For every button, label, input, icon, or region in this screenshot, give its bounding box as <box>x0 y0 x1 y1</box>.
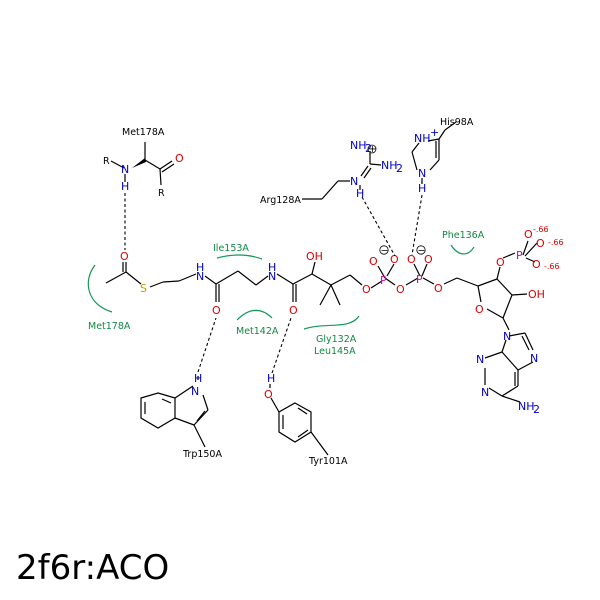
tyr101-ring <box>269 384 329 456</box>
hydrophobic-arc-ile153 <box>216 254 263 260</box>
hydrophobic-arc-met178 <box>87 264 113 313</box>
p2-o-left: O <box>407 253 416 266</box>
tyr101-label: Tyr101A <box>308 456 348 467</box>
phosphate-p1: P <box>380 274 387 287</box>
adenine-ring <box>484 332 534 403</box>
adenine-nh2-sub: 2 <box>533 403 540 416</box>
amide1-o: O <box>212 304 221 317</box>
thioester-o: O <box>120 250 129 263</box>
phe136-label: Phe136A <box>442 230 485 241</box>
arg-plus-charge: + <box>367 144 377 155</box>
p2-o-right: O <box>424 253 433 266</box>
arg-nh2-right: NH <box>381 159 398 172</box>
ribose-ring <box>477 266 528 331</box>
svg-text:−: − <box>418 246 426 257</box>
leu145-label: Leu145A <box>314 346 356 357</box>
ribose-3-o: O <box>496 256 505 269</box>
arg128-sidechain <box>302 153 382 200</box>
amide2-o: O <box>289 304 298 317</box>
met178-o-atom: O <box>175 152 184 165</box>
charge-minus-1: − <box>379 245 389 257</box>
gly132-label: Gly132A <box>316 334 357 345</box>
p3-o-b: O <box>536 237 545 250</box>
amide1-n: N <box>196 270 204 283</box>
hydrophobic-arc-met142 <box>236 309 273 321</box>
hydrophobic-arc-phe136 <box>450 244 475 255</box>
charge-a: -.66 <box>533 225 549 234</box>
thioester-s: S <box>140 282 147 295</box>
arg128-label: Arg128A <box>260 195 301 206</box>
arg-nh2-right-sub: 2 <box>396 162 403 175</box>
met178-arc-label: Met178A <box>88 321 131 332</box>
adenine-n3: N <box>476 353 484 366</box>
charge-c: -.66 <box>544 262 560 271</box>
phosphate-p3: P <box>516 249 523 262</box>
bridge-o: O <box>396 283 405 296</box>
page-title: 2f6r:ACO <box>16 548 170 588</box>
his98-label: His98A <box>440 117 474 128</box>
trp-h: H <box>194 372 202 385</box>
met178-h-atom: H <box>121 180 129 193</box>
phosphate-p2: P <box>416 273 423 286</box>
hbond-arg128-phosphate <box>361 196 396 257</box>
r-group-bottom: R <box>158 188 165 199</box>
arg-nh2-top-sub: 2 <box>365 142 372 155</box>
met178-n-atom: N <box>121 163 129 176</box>
tyr-o: O <box>264 388 273 401</box>
ester-o-2: O <box>434 282 443 295</box>
his-n: N <box>418 167 426 180</box>
p3-o-c: O <box>532 258 541 271</box>
adenine-n7: N <box>530 352 538 365</box>
hydrophobic-arc-gly-leu <box>303 315 360 330</box>
svg-text:+: + <box>369 144 377 155</box>
amide1-h: H <box>196 261 204 274</box>
trp150-label: Trp150A <box>182 449 222 460</box>
his-plus: + <box>430 126 439 139</box>
p1-o-right: O <box>390 253 399 266</box>
p1-o-left: O <box>369 255 378 268</box>
phosphate-3prime <box>502 240 538 263</box>
ribose-2-oh: OH <box>528 288 545 301</box>
tyr-h: H <box>267 372 275 385</box>
charge-minus-2: − <box>416 245 426 257</box>
adenine-n9: N <box>503 330 511 343</box>
ile153-label: Ile153A <box>213 243 249 254</box>
hbond-trp150-amide <box>197 317 217 373</box>
trp150-indole <box>140 376 209 448</box>
his-nh-plus: NH <box>414 132 431 145</box>
svg-text:−: − <box>381 246 389 257</box>
met178-top-label: Met178A <box>122 127 165 138</box>
his-h: H <box>418 182 426 195</box>
hbond-tyr101-amide <box>271 317 292 374</box>
arg-ne-h: H <box>356 187 364 200</box>
adenine-nh2: NH <box>518 400 535 413</box>
adenine-n1: N <box>481 386 489 399</box>
p3-o-a: O <box>524 228 533 241</box>
acetyl-coa-chain <box>105 261 479 306</box>
amide2-h: H <box>268 261 276 274</box>
arg-nh2-top: NH <box>350 139 367 152</box>
his98-ring <box>411 121 457 184</box>
hbond-his98-phosphate <box>411 194 423 256</box>
met142-label: Met142A <box>236 326 279 337</box>
trp-n: N <box>191 385 199 398</box>
pantoate-oh: OH <box>306 250 323 263</box>
arg-ne: N <box>350 175 358 188</box>
ribose-ring-o: O <box>475 303 484 316</box>
charge-b: -.66 <box>548 238 564 247</box>
r-group-left: R <box>103 156 110 167</box>
met178-backbone <box>110 142 175 186</box>
amide2-n: N <box>268 270 276 283</box>
ester-o-1: O <box>362 283 371 296</box>
